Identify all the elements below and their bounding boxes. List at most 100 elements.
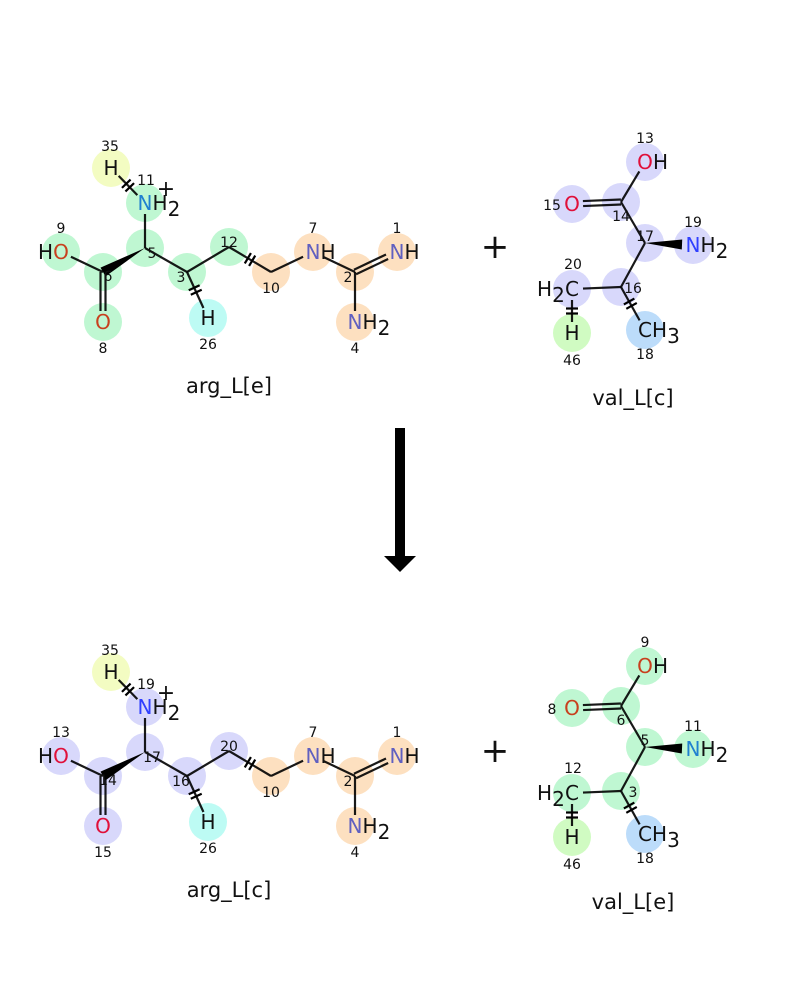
atom-highlight [674, 730, 712, 768]
cut-mark [124, 182, 135, 193]
atom-label: NH [390, 240, 420, 264]
bond [270, 255, 304, 273]
atom-label: H2C [537, 781, 579, 811]
atom-highlight [553, 774, 591, 812]
cut-mark [121, 682, 132, 693]
atom-index: 20 [220, 739, 238, 755]
bond [186, 246, 230, 273]
atom-index: 4 [351, 341, 360, 357]
bond [620, 746, 646, 792]
arrow-shaft [395, 428, 405, 558]
arrow-head [384, 556, 416, 572]
atom-label: H [200, 810, 215, 834]
bond [620, 242, 646, 288]
atom-index: 12 [564, 761, 582, 777]
atom-index: 20 [564, 257, 582, 273]
atom-highlight [378, 737, 416, 775]
molecule-name: arg_L[e] [186, 374, 272, 399]
cut-mark [124, 686, 135, 697]
atom-index: 19 [137, 677, 155, 693]
atom-highlight [553, 270, 591, 308]
atom-highlight [553, 689, 591, 727]
bond [100, 752, 145, 781]
atom-index: 9 [641, 635, 650, 651]
cut-mark [188, 284, 201, 292]
cut-mark [188, 788, 201, 796]
molecule-name: val_L[c] [592, 386, 673, 411]
atom-highlight [189, 803, 227, 841]
cut-mark [623, 801, 635, 810]
bond [582, 702, 622, 712]
atom-highlight [553, 185, 591, 223]
atom-index: 5 [148, 246, 157, 262]
atom-label: OH [637, 654, 668, 678]
cut-mark [623, 297, 635, 306]
bond [582, 789, 622, 794]
atom-index: 9 [57, 221, 66, 237]
cut-mark [121, 178, 132, 189]
atom-label: O [95, 814, 111, 838]
bond [144, 751, 188, 777]
reaction-arrow [384, 428, 416, 572]
plus-sign-products: + [481, 731, 510, 771]
bond [645, 743, 683, 754]
atom-index: 26 [199, 337, 217, 353]
bond [100, 248, 145, 277]
molecule-name: val_L[e] [592, 890, 675, 915]
atom-label: O [564, 696, 580, 720]
atom-index: 12 [220, 235, 238, 251]
atom-index: 18 [636, 851, 654, 867]
atom-highlight [378, 233, 416, 271]
atom-highlight [42, 737, 80, 775]
bond [322, 759, 356, 777]
atom-index: 7 [309, 725, 318, 741]
atom-index: 46 [563, 857, 581, 873]
atom-label: NH [306, 744, 336, 768]
bond [144, 247, 188, 273]
atom-index: 11 [137, 173, 155, 189]
atom-highlight [336, 807, 374, 845]
bond [228, 246, 272, 273]
atom-highlight [84, 807, 122, 845]
cut-mark [190, 288, 203, 296]
atom-index: 5 [641, 733, 650, 749]
atom-highlight [626, 647, 664, 685]
atom-index: 1 [393, 725, 402, 741]
atom-index: 17 [143, 750, 161, 766]
atom-label: O [564, 192, 580, 216]
atom-index: 4 [351, 845, 360, 861]
atom-highlight [626, 311, 664, 349]
bond [70, 759, 104, 777]
atom-index: 17 [636, 229, 654, 245]
atom-index: 8 [548, 702, 557, 718]
atom-highlight [553, 818, 591, 856]
atom-highlight [42, 233, 80, 271]
atom-index: 2 [344, 774, 353, 790]
bond [620, 286, 641, 321]
atom-index: 16 [172, 774, 190, 790]
atom-label: H [564, 825, 579, 849]
atom-index: 11 [684, 719, 702, 735]
bond [353, 757, 389, 780]
atom-index: 6 [617, 713, 626, 729]
bond [582, 285, 622, 290]
atom-index: 15 [543, 198, 561, 214]
cut-mark [243, 756, 252, 768]
atom-label: NH [306, 240, 336, 264]
bond [228, 750, 272, 777]
atom-label: NH2 [686, 233, 729, 263]
cut-mark [248, 759, 257, 771]
atom-index: 13 [52, 725, 70, 741]
atom-index: 16 [624, 281, 642, 297]
atom-index: 10 [262, 785, 280, 801]
bond [117, 175, 139, 196]
bond [620, 790, 641, 825]
bond [322, 255, 356, 273]
atom-label: NH2 [348, 814, 391, 844]
atom-index: 35 [101, 643, 119, 659]
bond [566, 300, 578, 322]
atom-highlight [189, 299, 227, 337]
